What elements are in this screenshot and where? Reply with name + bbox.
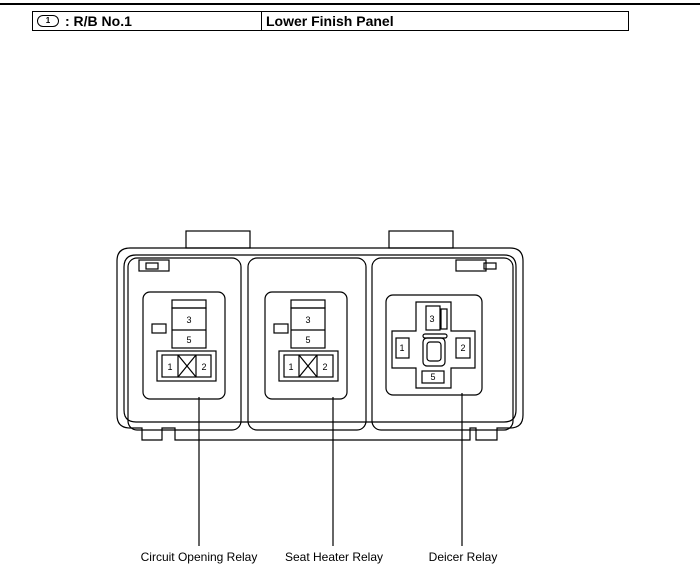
r1-terminal-3: 3 [186,315,191,325]
reference-number-badge: 1 [37,15,59,27]
panel-cell: Lower Finish Panel [262,12,628,30]
slot-1 [127,257,242,431]
r1-terminal-1: 1 [167,362,172,372]
circuit-opening-relay-socket [142,291,226,400]
r3-terminal-5: 5 [430,372,435,382]
latch-left-inner [145,262,159,270]
label-seat-heater-relay: Seat Heater Relay [284,550,384,564]
label-circuit-opening-relay: Circuit Opening Relay [140,550,258,564]
r2-terminal-2: 2 [322,362,327,372]
header-table: 1 : R/B No.1 Lower Finish Panel [32,11,629,31]
r3-terminal-3: 3 [429,314,434,324]
r3-terminal-1: 1 [399,343,404,353]
latch-right-inner [483,262,497,270]
r3-terminal-2: 2 [460,343,465,353]
r2-terminal-5: 5 [305,335,310,345]
r1-terminal-5: 5 [186,335,191,345]
top-tab-left [185,230,251,249]
r1-terminal-2: 2 [201,362,206,372]
relay-block-housing [116,247,524,441]
slot-3 [371,257,514,431]
slot-2 [247,257,367,431]
top-tab-right [388,230,454,249]
seat-heater-relay-socket [264,291,348,400]
label-deicer-relay: Deicer Relay [428,550,498,564]
r2-terminal-3: 3 [305,315,310,325]
location-cell: 1 : R/B No.1 [33,12,262,30]
panel-label: Lower Finish Panel [266,13,394,29]
top-rule [0,3,700,5]
latch-left [138,259,170,272]
housing-inner-frame [123,254,517,423]
deicer-relay-socket [385,294,483,396]
r2-terminal-1: 1 [288,362,293,372]
latch-right [455,259,487,272]
location-label: : R/B No.1 [65,13,132,29]
